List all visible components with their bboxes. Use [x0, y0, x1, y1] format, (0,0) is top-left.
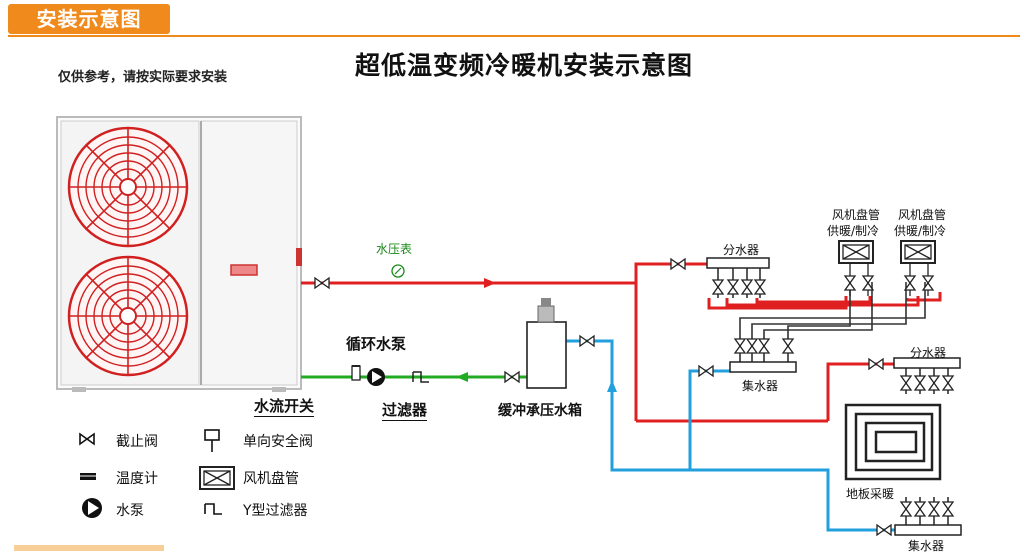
fan-coil-1-mode: 供暖/制冷 — [827, 224, 880, 238]
middle-collector-label: 集水器 — [742, 379, 779, 393]
header-divider — [8, 35, 1020, 37]
circulation-pump-label: 循环水泵 — [346, 335, 407, 353]
tank-stop-valve-icon — [579, 335, 595, 347]
fan-coil-unit-1 — [838, 240, 874, 296]
heat-pump-unit — [56, 116, 302, 392]
buffer-tank-label: 缓冲承压水箱 — [498, 403, 582, 419]
top-fan-icon — [67, 126, 189, 248]
right-distributor-label: 分水器 — [910, 346, 947, 360]
fan-coil-2-mode: 供暖/制冷 — [894, 224, 947, 238]
bottom-collector-label: 集水器 — [908, 539, 945, 553]
fan-coil-unit-2 — [900, 240, 936, 296]
fan-coil-1-name: 风机盘管 — [832, 208, 881, 222]
circulation-pump-icon — [367, 368, 385, 386]
legend-check-safety-valve-icon — [204, 429, 220, 452]
legend-stop-valve-label: 截止阀 — [116, 434, 158, 450]
legend-y-filter-icon — [204, 503, 222, 515]
bottom-collector — [894, 497, 962, 536]
legend-water-pump-icon — [82, 498, 102, 518]
fan-coil-2-name: 风机盘管 — [898, 208, 947, 222]
distributor-stop-valve-icon — [670, 258, 686, 270]
footer-accent-bar — [14, 545, 164, 551]
collector-stop-valve-icon — [698, 365, 714, 377]
diagram-title: 超低温变频冷暖机安装示意图 — [355, 51, 694, 80]
buffer-tank — [526, 298, 567, 389]
legend-fan-coil-label: 风机盘管 — [243, 471, 299, 487]
floor-heating-label: 地板采暖 — [846, 487, 895, 501]
middle-collector — [729, 336, 797, 373]
bottom-collector-valve-icon — [876, 524, 892, 536]
reference-note: 仅供参考，请按实际要求安装 — [58, 70, 228, 85]
legend-water-pump-label: 水泵 — [116, 503, 144, 519]
pressure-gauge-label: 水压表 — [376, 242, 413, 256]
top-distributor-label: 分水器 — [723, 243, 760, 257]
top-distributor — [706, 257, 770, 298]
legend-stop-valve-icon — [79, 432, 95, 446]
legend-thermometer-icon — [80, 473, 96, 480]
bottom-fan-icon — [67, 255, 189, 377]
header-tab: 安装示意图 — [8, 4, 170, 34]
flow-switch-icon — [351, 365, 361, 381]
filter-label: 过滤器 — [382, 401, 428, 421]
right-distributor-valve-icon — [868, 358, 884, 370]
floor-heating-coil — [844, 403, 942, 481]
legend-fan-coil-icon — [199, 466, 235, 490]
header: 安装示意图 — [0, 0, 1024, 40]
collector-pipes — [739, 282, 926, 336]
pump-line-stop-valve-icon — [504, 371, 520, 383]
flow-switch-label: 水流开关 — [254, 397, 315, 417]
main-stop-valve-icon — [314, 277, 330, 289]
right-distributor — [893, 357, 961, 394]
pressure-gauge-icon — [391, 264, 405, 278]
legend-y-filter-label: Y型过滤器 — [243, 503, 308, 519]
filter-icon — [412, 371, 429, 383]
legend-check-safety-valve-label: 单向安全阀 — [243, 434, 313, 450]
legend-thermometer-label: 温度计 — [116, 471, 158, 487]
